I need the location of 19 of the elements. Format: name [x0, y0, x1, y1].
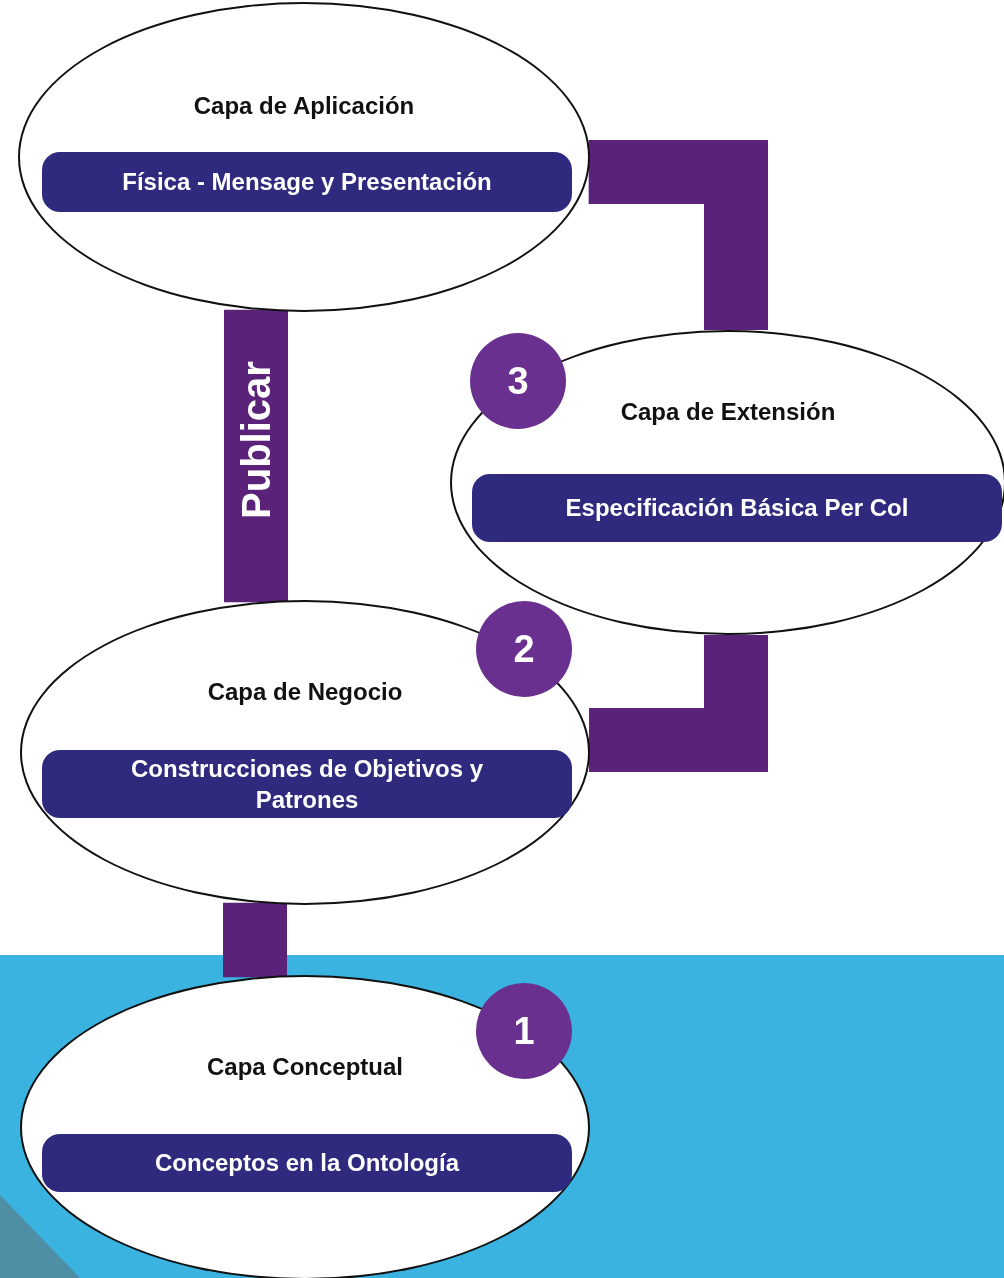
layer-title: Capa de Aplicación [193, 92, 415, 120]
layer-band [42, 152, 572, 212]
band-text: Construcciones de Objetivos y Patrones [129, 753, 485, 815]
band-text: Especificación Básica Per Col [565, 493, 909, 524]
step-number: 2 [513, 627, 535, 671]
connector-bar [223, 902, 287, 978]
step-number: 3 [507, 359, 529, 403]
layer-band [42, 750, 572, 818]
layer-title: Capa de Extensión [620, 398, 836, 426]
layer-band [472, 474, 1002, 542]
layer-band [42, 1134, 572, 1192]
edge-label: Publicar [233, 361, 279, 519]
band-text: Conceptos en la Ontología [155, 1148, 459, 1179]
step-number: 1 [513, 1009, 535, 1053]
connector-bar [588, 140, 768, 331]
layer-title: Capa Conceptual [207, 1053, 403, 1081]
layer-title: Capa de Negocio [207, 678, 403, 706]
band-text: Física - Mensage y Presentación [122, 167, 492, 198]
connector-bar [224, 309, 288, 603]
